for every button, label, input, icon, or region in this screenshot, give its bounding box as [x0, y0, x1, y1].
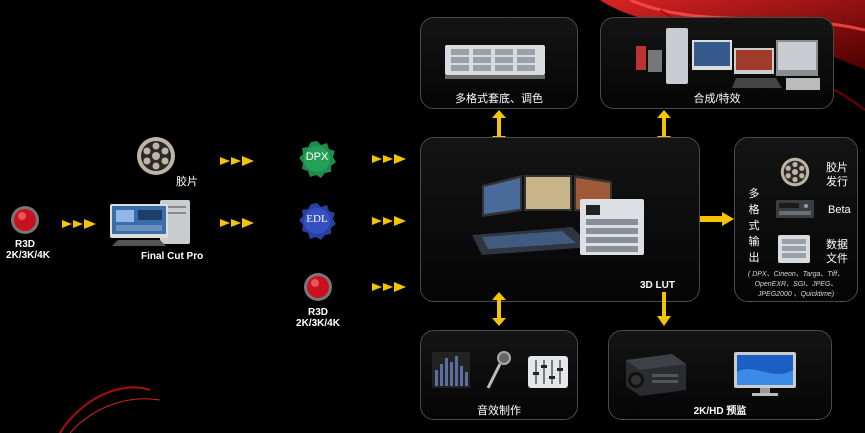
audio-label: 音效制作	[477, 405, 521, 417]
arrow-grading-center	[492, 110, 506, 144]
storage-array-icon	[445, 45, 545, 79]
film-reel-icon	[137, 137, 175, 175]
workstation-icon	[110, 200, 190, 246]
data-storage-icon	[778, 235, 810, 263]
projector-icon	[626, 354, 686, 396]
output-data-line1: 数据	[826, 239, 848, 251]
mixer-icon	[528, 356, 568, 388]
arrow-center-to-output	[700, 212, 734, 226]
output-film-line1: 胶片	[826, 162, 848, 174]
output-format-note-3: JPEG2000 、Quicktime)	[757, 291, 835, 298]
output-title-char-4: 输	[748, 236, 760, 248]
microphone-icon	[486, 351, 511, 389]
output-format-note-2: OpenEXR、SGI、JPEG、	[754, 281, 838, 288]
beta-deck-icon	[776, 200, 814, 218]
dpx-badge-text: DPX	[305, 151, 329, 163]
preview-label: 2K/HD 预监	[693, 406, 747, 417]
center-lut-label: 3D LUT	[640, 280, 675, 291]
film-label: 胶片	[176, 176, 198, 188]
output-film-reel-icon	[780, 157, 810, 187]
output-data-line2: 文件	[826, 253, 848, 265]
arrow-source-to-fcp	[62, 219, 96, 229]
output-title-char-3: 式	[748, 220, 760, 232]
final-cut-label: Final Cut Pro	[141, 251, 204, 262]
arrow-dpx-to-center	[372, 154, 406, 164]
arrow-center-preview	[657, 292, 671, 326]
arrow-r3d-to-center	[372, 282, 406, 292]
audio-meter-icon	[432, 352, 470, 388]
center-box	[420, 137, 700, 302]
grading-label: 多格式套底、调色	[455, 93, 543, 105]
edl-badge-text: EDL	[306, 213, 328, 225]
r3d-format-title: R3D	[307, 307, 328, 318]
arrow-edl-to-center	[372, 216, 406, 226]
r3d-format-resolution: 2K/3K/4K	[296, 318, 340, 329]
dpx-badge-icon	[299, 141, 336, 178]
source-r3d-title: R3D	[14, 239, 35, 250]
output-title-char-1: 多	[748, 188, 760, 200]
output-format-note-1: ( DPX、Cineon、Targa、Tiff、	[747, 271, 845, 278]
monitor-icon	[734, 352, 796, 396]
output-title-char-2: 格	[748, 204, 760, 216]
source-r3d-resolution: 2K/3K/4K	[6, 250, 50, 261]
output-title-char-5: 出	[748, 252, 760, 264]
compositing-workstations-icon	[636, 28, 820, 90]
output-film-line2: 发行	[826, 176, 848, 188]
r3d-record-icon	[11, 206, 39, 234]
grading-suite-icon	[472, 175, 644, 255]
arrow-center-audio	[492, 292, 506, 326]
output-beta-label: Beta	[828, 204, 851, 216]
arrow-fcp-to-edl	[220, 218, 254, 228]
edl-badge-icon	[299, 203, 336, 240]
arrow-compositing-center	[657, 110, 671, 144]
r3d-format-icon	[304, 273, 332, 301]
compositing-label: 合成/特效	[693, 93, 741, 105]
arrow-film-to-dpx	[220, 156, 254, 166]
